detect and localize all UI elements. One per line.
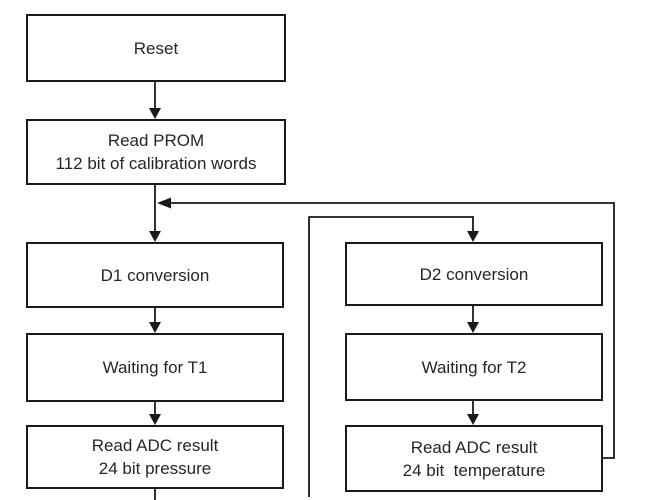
node-d2-conversion: D2 conversion <box>345 242 603 306</box>
edge-d2-to-waiting-t2 <box>467 306 479 333</box>
node-waiting-t2-label: Waiting for T2 <box>421 357 527 377</box>
node-read-prom-label-line1: Read PROM <box>107 131 205 150</box>
edge-reset-to-read-prom <box>149 82 161 119</box>
edge-branch-to-d2 <box>308 216 479 497</box>
node-read-prom-label-line2: 112 bit of calibration words <box>55 154 257 173</box>
edge-d1-to-waiting-t1 <box>149 308 161 333</box>
edge-read-prom-to-d1 <box>149 185 161 242</box>
node-waiting-t2: Waiting for T2 <box>345 333 603 401</box>
node-reset-label: Reset <box>133 38 179 58</box>
node-waiting-t1: Waiting for T1 <box>26 333 284 402</box>
node-read-adc-pressure-label-line2: 24 bit pressure <box>98 459 212 478</box>
edge-waiting-t2-to-adc-temperature <box>467 400 479 425</box>
node-read-adc-temperature-label-line2: 24 bit temperature <box>402 460 546 480</box>
node-read-adc-pressure-label-line1: Read ADC result <box>91 436 219 455</box>
node-read-prom: Read PROM 112 bit of calibration words <box>26 119 286 185</box>
node-read-adc-temperature: Read ADC result 24 bit temperature <box>345 425 603 492</box>
node-reset: Reset <box>26 14 286 82</box>
node-read-adc-pressure: Read ADC result 24 bit pressure <box>26 425 284 489</box>
node-read-adc-temperature-label-line1: Read ADC result <box>410 437 538 457</box>
node-d2-conversion-label: D2 conversion <box>419 264 529 284</box>
node-d1-conversion: D1 conversion <box>26 242 284 308</box>
edge-feedback-loop <box>157 197 615 459</box>
node-d1-conversion-label: D1 conversion <box>100 265 210 285</box>
edge-waiting-t1-to-adc-pressure <box>149 402 161 425</box>
node-waiting-t1-label: Waiting for T1 <box>102 358 208 377</box>
